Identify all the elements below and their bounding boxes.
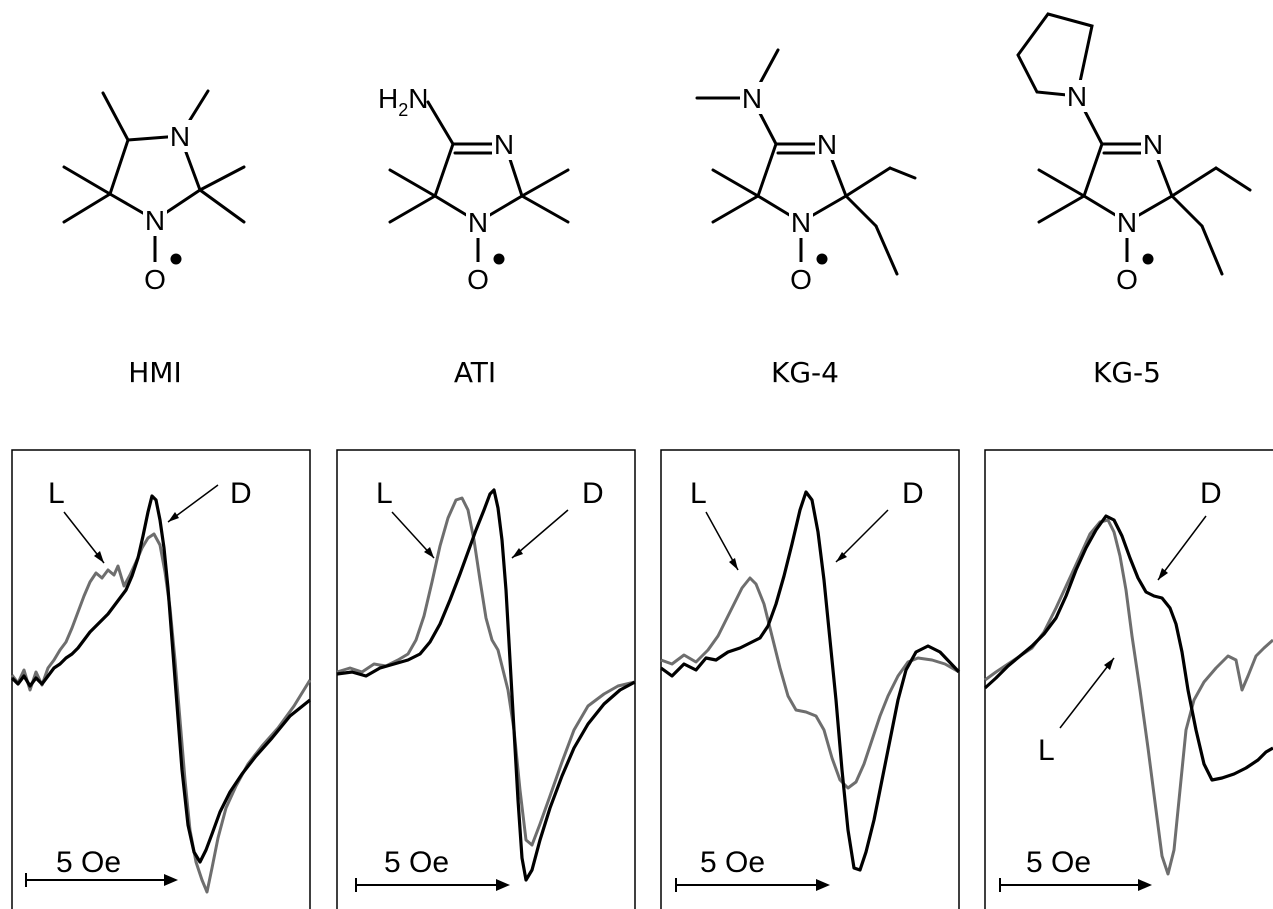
atom-label: N [791,207,811,238]
label-d: D [1200,477,1222,510]
radical-dot [816,253,828,265]
atom-label: N [468,207,488,238]
atom-label: O [467,264,489,295]
scale-label: 5 Oe [56,846,121,879]
atom-label: O [144,264,166,295]
molecule-name: KG-4 [771,356,839,389]
spectrum-panel-hmi: L D 5 Oe [10,449,312,909]
molecule-kg4: N N N O KG-4 [695,48,917,389]
atom-label: N [1143,129,1163,160]
panel-frame [984,449,1273,909]
trace-d [336,488,636,882]
spectrum-panel-kg5: D L 5 Oe [983,449,1273,909]
scale-arrowhead [816,879,830,891]
atom-label: N [1067,81,1087,112]
atom-label: N [742,83,762,114]
arrowhead-l [94,551,104,563]
arrowhead-d [836,552,847,562]
trace-d [983,514,1273,782]
atom-label: N [145,205,165,236]
panel-frame [336,449,636,909]
panel-frame [660,449,960,909]
arrowhead-l [424,547,434,558]
arrow-l [1059,657,1115,729]
label-l: L [48,477,65,510]
spectrum-panel-ati: L D 5 Oe [336,449,636,909]
molecule-name: KG-5 [1093,356,1161,389]
molecule-kg5: N N N O KG-5 [1016,12,1252,389]
radical-dot [1142,253,1154,265]
scale-arrowhead [164,874,178,886]
label-l: L [1038,734,1055,767]
scale-label: 5 Oe [1026,846,1091,879]
atom-label: N [1117,207,1137,238]
arrow-d [511,509,569,559]
scale-arrowhead [1138,879,1152,891]
label-d: D [582,477,604,510]
trace-d [10,494,311,864]
scale-label: 5 Oe [700,846,765,879]
molecule-name: ATI [454,356,496,389]
arrowhead-l [1104,658,1114,670]
scale-label: 5 Oe [384,846,449,879]
atom-label: N [817,129,837,160]
radical-dot [170,253,182,265]
trace-l [984,518,1273,876]
label-l: L [376,477,393,510]
scale-arrowhead [496,879,510,891]
radical-dot [493,253,505,265]
spectrum-panel-kg4: L D 5 Oe [660,449,961,909]
trace-l [10,532,312,894]
arrowhead-l [729,558,738,570]
trace-d [660,490,961,872]
label-d: D [230,477,252,510]
atom-label: N [494,129,514,160]
label-d: D [902,477,924,510]
arrowhead-d [168,512,179,522]
trace-l [660,576,960,790]
atom-label: O [790,264,812,295]
molecule-ati: H2N N N O ATI [378,83,570,389]
arrow-d [1157,515,1207,581]
atom-label: O [1116,264,1138,295]
molecule-name: HMI [128,356,181,389]
molecule-hmi: N N O HMI [62,89,246,389]
arrowhead-d [1158,568,1168,580]
arrow-d [835,509,889,563]
arrowhead-d [512,548,523,558]
label-l: L [690,477,707,510]
trace-l [336,496,636,847]
atom-label: H2N [378,83,428,120]
atom-label: N [170,121,190,152]
